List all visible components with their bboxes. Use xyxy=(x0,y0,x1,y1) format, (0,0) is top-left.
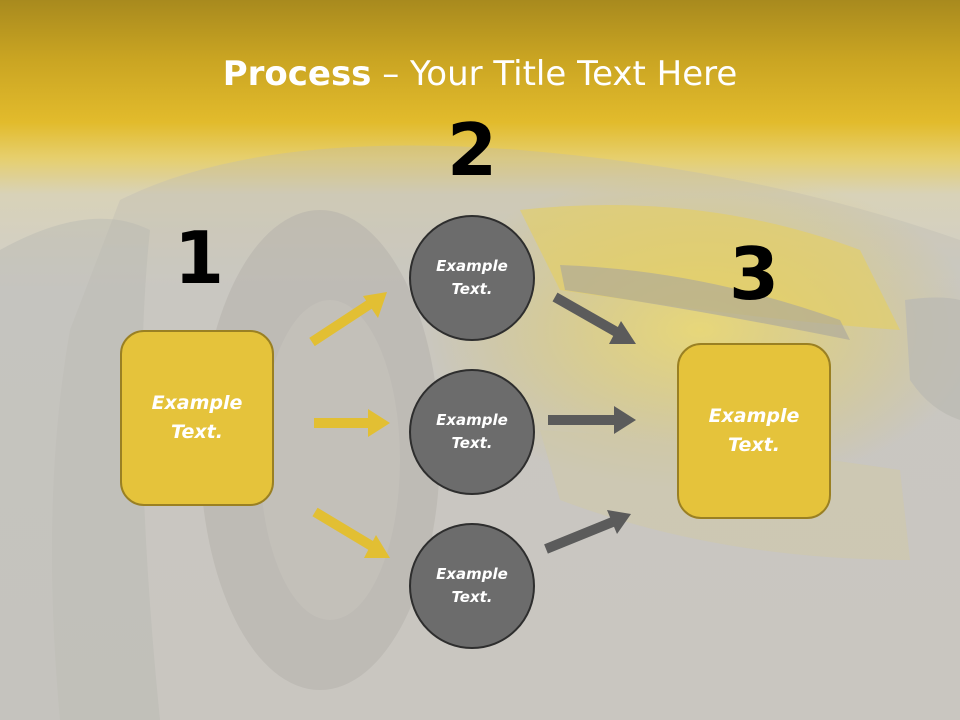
circle-top-text: Example Text. xyxy=(436,257,508,298)
step-number-1: 1 xyxy=(173,216,225,300)
title-rest: – Your Title Text Here xyxy=(371,54,738,94)
step-3-box-text: Example Text. xyxy=(708,405,800,456)
step-3-box: Example Text. xyxy=(677,343,831,519)
step-1-box: Example Text. xyxy=(120,330,274,506)
step-2-circle-bottom: Example Text. xyxy=(409,523,535,649)
step-number-3: 3 xyxy=(728,232,780,316)
step-1-box-text: Example Text. xyxy=(151,392,243,443)
title-bold: Process xyxy=(222,54,372,94)
slide-title: Process – Your Title Text Here xyxy=(0,52,960,96)
circle-bottom-text: Example Text. xyxy=(436,565,508,606)
step-2-circle-middle: Example Text. xyxy=(409,369,535,495)
step-number-2: 2 xyxy=(446,108,498,192)
step-2-circle-top: Example Text. xyxy=(409,215,535,341)
circle-middle-text: Example Text. xyxy=(436,411,508,452)
